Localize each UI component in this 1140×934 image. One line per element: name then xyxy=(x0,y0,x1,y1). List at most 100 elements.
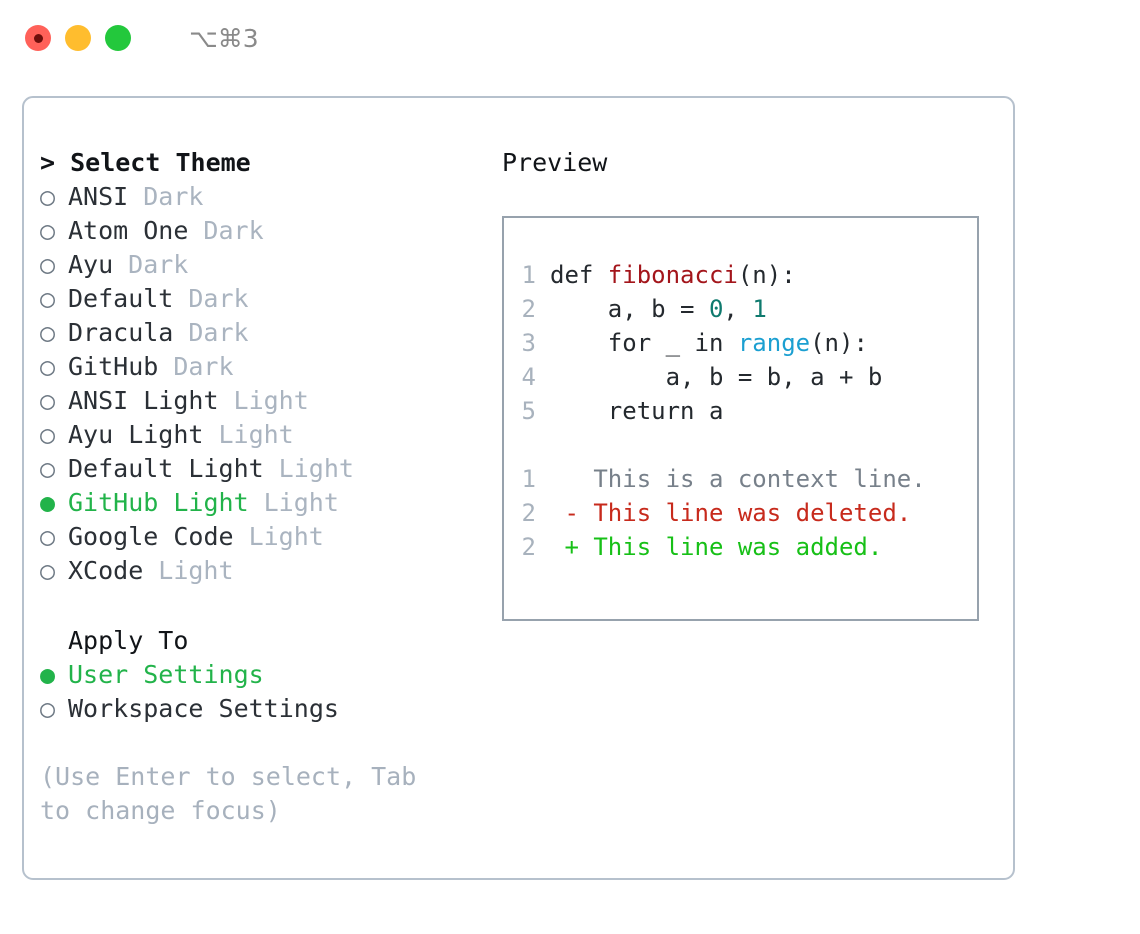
code-line-text: return a xyxy=(550,394,724,428)
theme-option-tag: Dark xyxy=(203,216,264,245)
theme-option-tag: Dark xyxy=(143,182,204,211)
radio-unselected-icon: ○ xyxy=(40,318,56,347)
theme-option-label: Atom One xyxy=(68,216,189,245)
diff-line-number: 2 xyxy=(521,499,536,527)
maximize-button[interactable] xyxy=(105,25,131,51)
theme-option-tag: Light xyxy=(233,386,309,415)
theme-option-ansi-light[interactable]: ○ ANSI Light Light xyxy=(40,384,486,418)
theme-option-tag: Dark xyxy=(173,352,234,381)
theme-option-dracula[interactable]: ○ Dracula Dark xyxy=(40,316,486,350)
theme-option-tag: Light xyxy=(218,420,294,449)
code-diff-separator xyxy=(504,428,977,462)
code-line: 1 def fibonacci(n): xyxy=(504,258,977,292)
code-line-number: 2 xyxy=(521,295,536,323)
theme-option-label: ANSI Light xyxy=(68,386,219,415)
apply-to-option-label: User Settings xyxy=(68,660,264,689)
code-token-plain: a, b = b, a + b xyxy=(550,363,883,391)
theme-option-tag: Dark xyxy=(188,318,249,347)
code-line: 4 a, b = b, a + b xyxy=(504,360,977,394)
minimize-button[interactable] xyxy=(65,25,91,51)
code-token-plain: (n): xyxy=(737,261,796,289)
code-line-number: 1 xyxy=(521,261,536,289)
radio-unselected-icon: ○ xyxy=(40,352,56,381)
keyboard-shortcut-label: ⌥⌘3 xyxy=(189,23,259,53)
theme-option-tag: Light xyxy=(278,454,354,483)
theme-option-label: GitHub xyxy=(68,352,159,381)
diff-line-text: This is a context line. xyxy=(550,465,926,493)
apply-to-option-label: Workspace Settings xyxy=(68,694,339,723)
theme-option-label: Ayu xyxy=(68,250,114,279)
code-token-plain: (n): xyxy=(810,329,868,357)
theme-option-label: Default Light xyxy=(68,454,264,483)
theme-option-default-light[interactable]: ○ Default Light Light xyxy=(40,452,486,486)
title-bar: ⌥⌘3 xyxy=(0,0,1140,76)
radio-unselected-icon: ○ xyxy=(40,556,56,585)
code-line: 2 a, b = 0, 1 xyxy=(504,292,977,326)
code-line: 3 for _ in range(n): xyxy=(504,326,977,360)
theme-option-atom-one[interactable]: ○ Atom One Dark xyxy=(40,214,486,248)
code-token-plain: def xyxy=(550,261,608,289)
theme-option-label: Google Code xyxy=(68,522,234,551)
radio-unselected-icon: ○ xyxy=(40,386,56,415)
code-line: 5 return a xyxy=(504,394,977,428)
code-token-num: 1 xyxy=(752,295,767,323)
diff-line-number: 2 xyxy=(521,533,536,561)
diff-line: 2 + This line was added. xyxy=(504,530,977,564)
diff-line-text: + This line was added. xyxy=(550,533,883,561)
code-token-plain: return a xyxy=(550,397,724,425)
code-token-num: 0 xyxy=(708,295,724,323)
apply-to-option-workspace-settings[interactable]: ○ Workspace Settings xyxy=(40,692,486,726)
radio-unselected-icon: ○ xyxy=(40,182,56,211)
close-button[interactable] xyxy=(25,25,51,51)
theme-option-tag: Dark xyxy=(128,250,189,279)
apply-to-option-user-settings[interactable]: ● User Settings xyxy=(40,658,486,692)
theme-option-label: ANSI xyxy=(68,182,129,211)
theme-option-label: GitHub Light xyxy=(68,488,249,517)
code-token-fn: fibonacci xyxy=(607,261,738,289)
code-line-text: a, b = b, a + b xyxy=(550,360,883,394)
diff-line: 1 This is a context line. xyxy=(504,462,977,496)
preview-title: Preview xyxy=(502,148,608,177)
radio-unselected-icon: ○ xyxy=(40,522,56,551)
radio-unselected-icon: ○ xyxy=(40,694,56,723)
theme-option-tag: Light xyxy=(263,488,339,517)
code-line-number: 4 xyxy=(521,363,536,391)
code-token-call: range xyxy=(737,329,811,357)
theme-option-label: Default xyxy=(68,284,174,313)
radio-unselected-icon: ○ xyxy=(40,454,56,483)
radio-unselected-icon: ○ xyxy=(40,284,56,313)
traffic-lights xyxy=(25,25,131,51)
list-spacer xyxy=(40,588,486,624)
theme-option-ansi[interactable]: ○ ANSI Dark xyxy=(40,180,486,214)
select-theme-header: > Select Theme xyxy=(40,148,251,177)
theme-option-label: XCode xyxy=(68,556,144,585)
diff-line-number: 1 xyxy=(521,465,536,493)
apply-to-list[interactable]: ● User Settings ○ Workspace Settings xyxy=(40,658,486,726)
radio-selected-icon: ● xyxy=(40,660,56,689)
theme-option-label: Dracula xyxy=(68,318,174,347)
code-line-text: a, b = 0, 1 xyxy=(550,292,767,326)
code-line-number: 3 xyxy=(521,329,536,357)
code-line-text: def fibonacci(n): xyxy=(550,258,796,292)
theme-option-tag: Light xyxy=(158,556,234,585)
theme-option-github[interactable]: ○ GitHub Dark xyxy=(40,350,486,384)
code-token-plain: a, b = xyxy=(550,295,709,323)
diff-line-text: - This line was deleted. xyxy=(550,499,912,527)
code-line-number: 5 xyxy=(521,397,536,425)
theme-option-label: Ayu Light xyxy=(68,420,204,449)
keyboard-hint: (Use Enter to select, Tab to change focu… xyxy=(40,762,417,825)
theme-option-xcode[interactable]: ○ XCode Light xyxy=(40,554,486,588)
code-token-plain: for _ in xyxy=(550,329,738,357)
radio-unselected-icon: ○ xyxy=(40,216,56,245)
